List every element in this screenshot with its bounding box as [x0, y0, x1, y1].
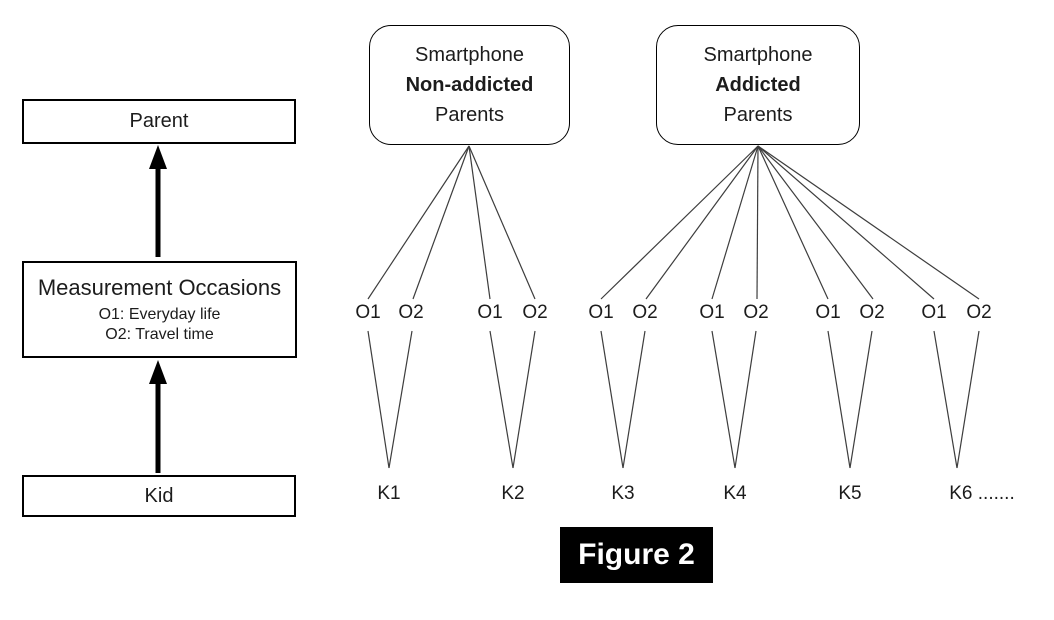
- occasion-label-k6-o2: O2: [966, 302, 992, 323]
- v-occasions-to-kid2: [489, 330, 536, 469]
- group2-line3: Parents: [723, 104, 793, 126]
- group-box-non-addicted: Smartphone Non-addicted Parents: [369, 25, 570, 145]
- v-occasions-to-kid3: [600, 330, 646, 469]
- measurement-occasion-2: O2: Travel time: [105, 325, 214, 343]
- kid-label-k4: K4: [723, 483, 747, 504]
- parent-label: Parent: [129, 110, 189, 132]
- occasion-label-k5-o2: O2: [859, 302, 885, 323]
- occasion-label-k3-o1: O1: [588, 302, 614, 323]
- occasion-label-k4-o2: O2: [743, 302, 769, 323]
- occasion-label-k2-o2: O2: [522, 302, 548, 323]
- measurement-occasion-1: O1: Everyday life: [98, 305, 221, 323]
- occasion-label-k3-o2: O2: [632, 302, 658, 323]
- group2-line2: Addicted: [715, 74, 801, 96]
- occasion-label-k1-o2: O2: [398, 302, 424, 323]
- parent-box: Parent: [22, 99, 296, 144]
- group2-line1: Smartphone: [703, 44, 813, 66]
- occasion-label-k2-o1: O1: [477, 302, 503, 323]
- v-occasions-to-kid1: [367, 330, 413, 469]
- kid-label-k2: K2: [501, 483, 525, 504]
- kid-label: Kid: [144, 484, 174, 507]
- v-occasions-to-kid5: [827, 330, 873, 469]
- kid-label-k1: K1: [377, 483, 401, 504]
- fan-non-addicted-to-occasions: [367, 145, 536, 300]
- occasion-label-k4-o1: O1: [699, 302, 725, 323]
- v-occasions-to-kid4: [711, 330, 757, 469]
- measurement-title: Measurement Occasions: [37, 275, 282, 301]
- kid-label-k3: K3: [611, 483, 635, 504]
- occasion-label-k1-o1: O1: [355, 302, 381, 323]
- arrow-kid-to-measurement: [149, 360, 167, 473]
- measurement-occasions-box: Measurement Occasions O1: Everyday life …: [22, 261, 297, 358]
- group1-line1: Smartphone: [415, 44, 524, 66]
- figure-caption-text: Figure 2: [578, 538, 695, 571]
- occasion-label-k5-o1: O1: [815, 302, 841, 323]
- fan-addicted-to-occasions: [600, 145, 980, 300]
- kid-box: Kid: [22, 475, 296, 517]
- group1-line3: Parents: [435, 104, 504, 126]
- figure-caption: Figure 2: [560, 527, 713, 583]
- kid-label-k6: K6 .......: [949, 483, 1015, 504]
- occasion-label-k6-o1: O1: [921, 302, 947, 323]
- group1-line2: Non-addicted: [405, 74, 534, 96]
- arrow-measurement-to-parent: [149, 145, 167, 257]
- kid-label-k5: K5: [838, 483, 862, 504]
- v-occasions-to-kid6: [933, 330, 980, 469]
- group-box-addicted: Smartphone Addicted Parents: [656, 25, 860, 145]
